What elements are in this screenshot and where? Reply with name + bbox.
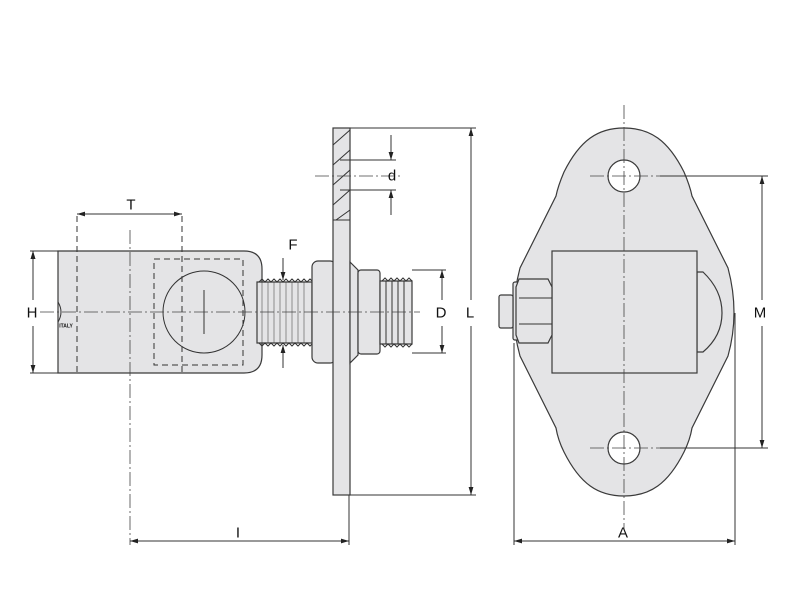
dim-label-I: I bbox=[235, 524, 241, 542]
dim-label-T: T bbox=[126, 196, 136, 214]
side-view bbox=[30, 127, 476, 545]
front-view bbox=[498, 105, 768, 545]
body-block bbox=[551, 250, 698, 374]
front-hex-nut bbox=[515, 278, 553, 344]
thread-teeth bbox=[258, 278, 314, 347]
dim-label-F: F bbox=[288, 236, 298, 254]
dim-label-M: M bbox=[753, 304, 767, 322]
italy-marking: ITALY bbox=[59, 323, 73, 330]
dim-label-L: L bbox=[465, 304, 475, 322]
dim-label-A: A bbox=[617, 524, 629, 542]
thread-right bbox=[379, 280, 413, 345]
plate-hatching bbox=[332, 129, 351, 221]
eye-end-notch bbox=[57, 301, 62, 323]
dim-label-d: d bbox=[387, 167, 397, 185]
bolt-stub bbox=[498, 294, 514, 329]
cone bbox=[349, 260, 359, 365]
dome bbox=[696, 271, 723, 353]
dim-label-D: D bbox=[435, 304, 447, 322]
dim-label-H: H bbox=[26, 304, 38, 322]
